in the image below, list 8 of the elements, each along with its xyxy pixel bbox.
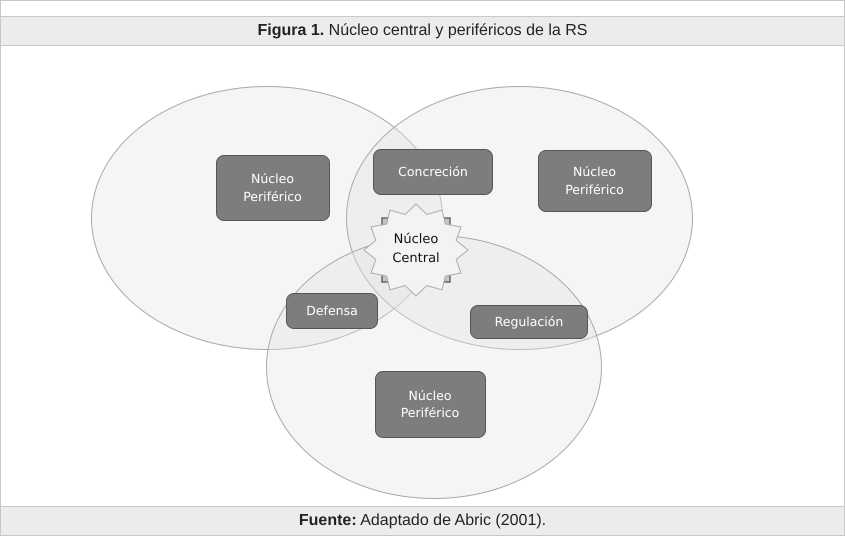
- rounded-box: Regulación: [470, 305, 588, 339]
- rounded-box: Defensa: [286, 293, 378, 329]
- node-label: Núcleo Central: [391, 231, 441, 268]
- figure-caption: Fuente: Adaptado de Abric (2001).: [298, 512, 546, 530]
- rounded-box: Núcleo Periférico: [538, 150, 652, 212]
- rounded-box: Núcleo Periférico: [216, 154, 330, 220]
- rounded-box: Núcleo Periférico: [374, 370, 486, 438]
- figure-title: Figura 1. Núcleo central y periféricos de la RS: [258, 22, 588, 40]
